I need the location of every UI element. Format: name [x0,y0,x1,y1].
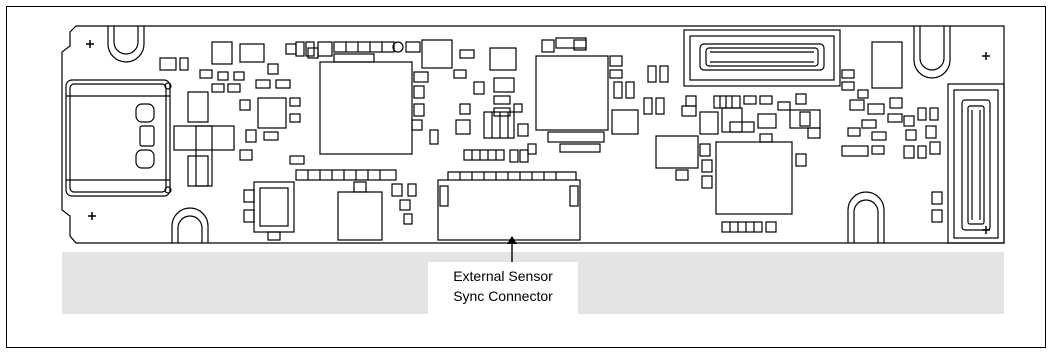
sync-connector [437,179,581,241]
board-outline [61,25,1005,244]
main-processor [319,61,413,155]
mount-notch-top-left [107,26,145,63]
board-connector-right [947,83,1005,244]
diagram-frame [6,6,1046,348]
mount-notch-bottom-right [847,191,885,243]
callout-line-2: Sync Connector [453,288,553,304]
mount-notch-top-right [913,26,951,79]
usb-c-connector [65,79,171,197]
callout-line-1: External Sensor [453,268,553,284]
board-connector-top [683,29,841,87]
fiducial-marks [86,40,990,234]
secondary-processor [535,55,609,131]
callout-label: External Sensor Sync Connector [428,262,578,314]
mount-notch-bottom-left [171,207,209,243]
